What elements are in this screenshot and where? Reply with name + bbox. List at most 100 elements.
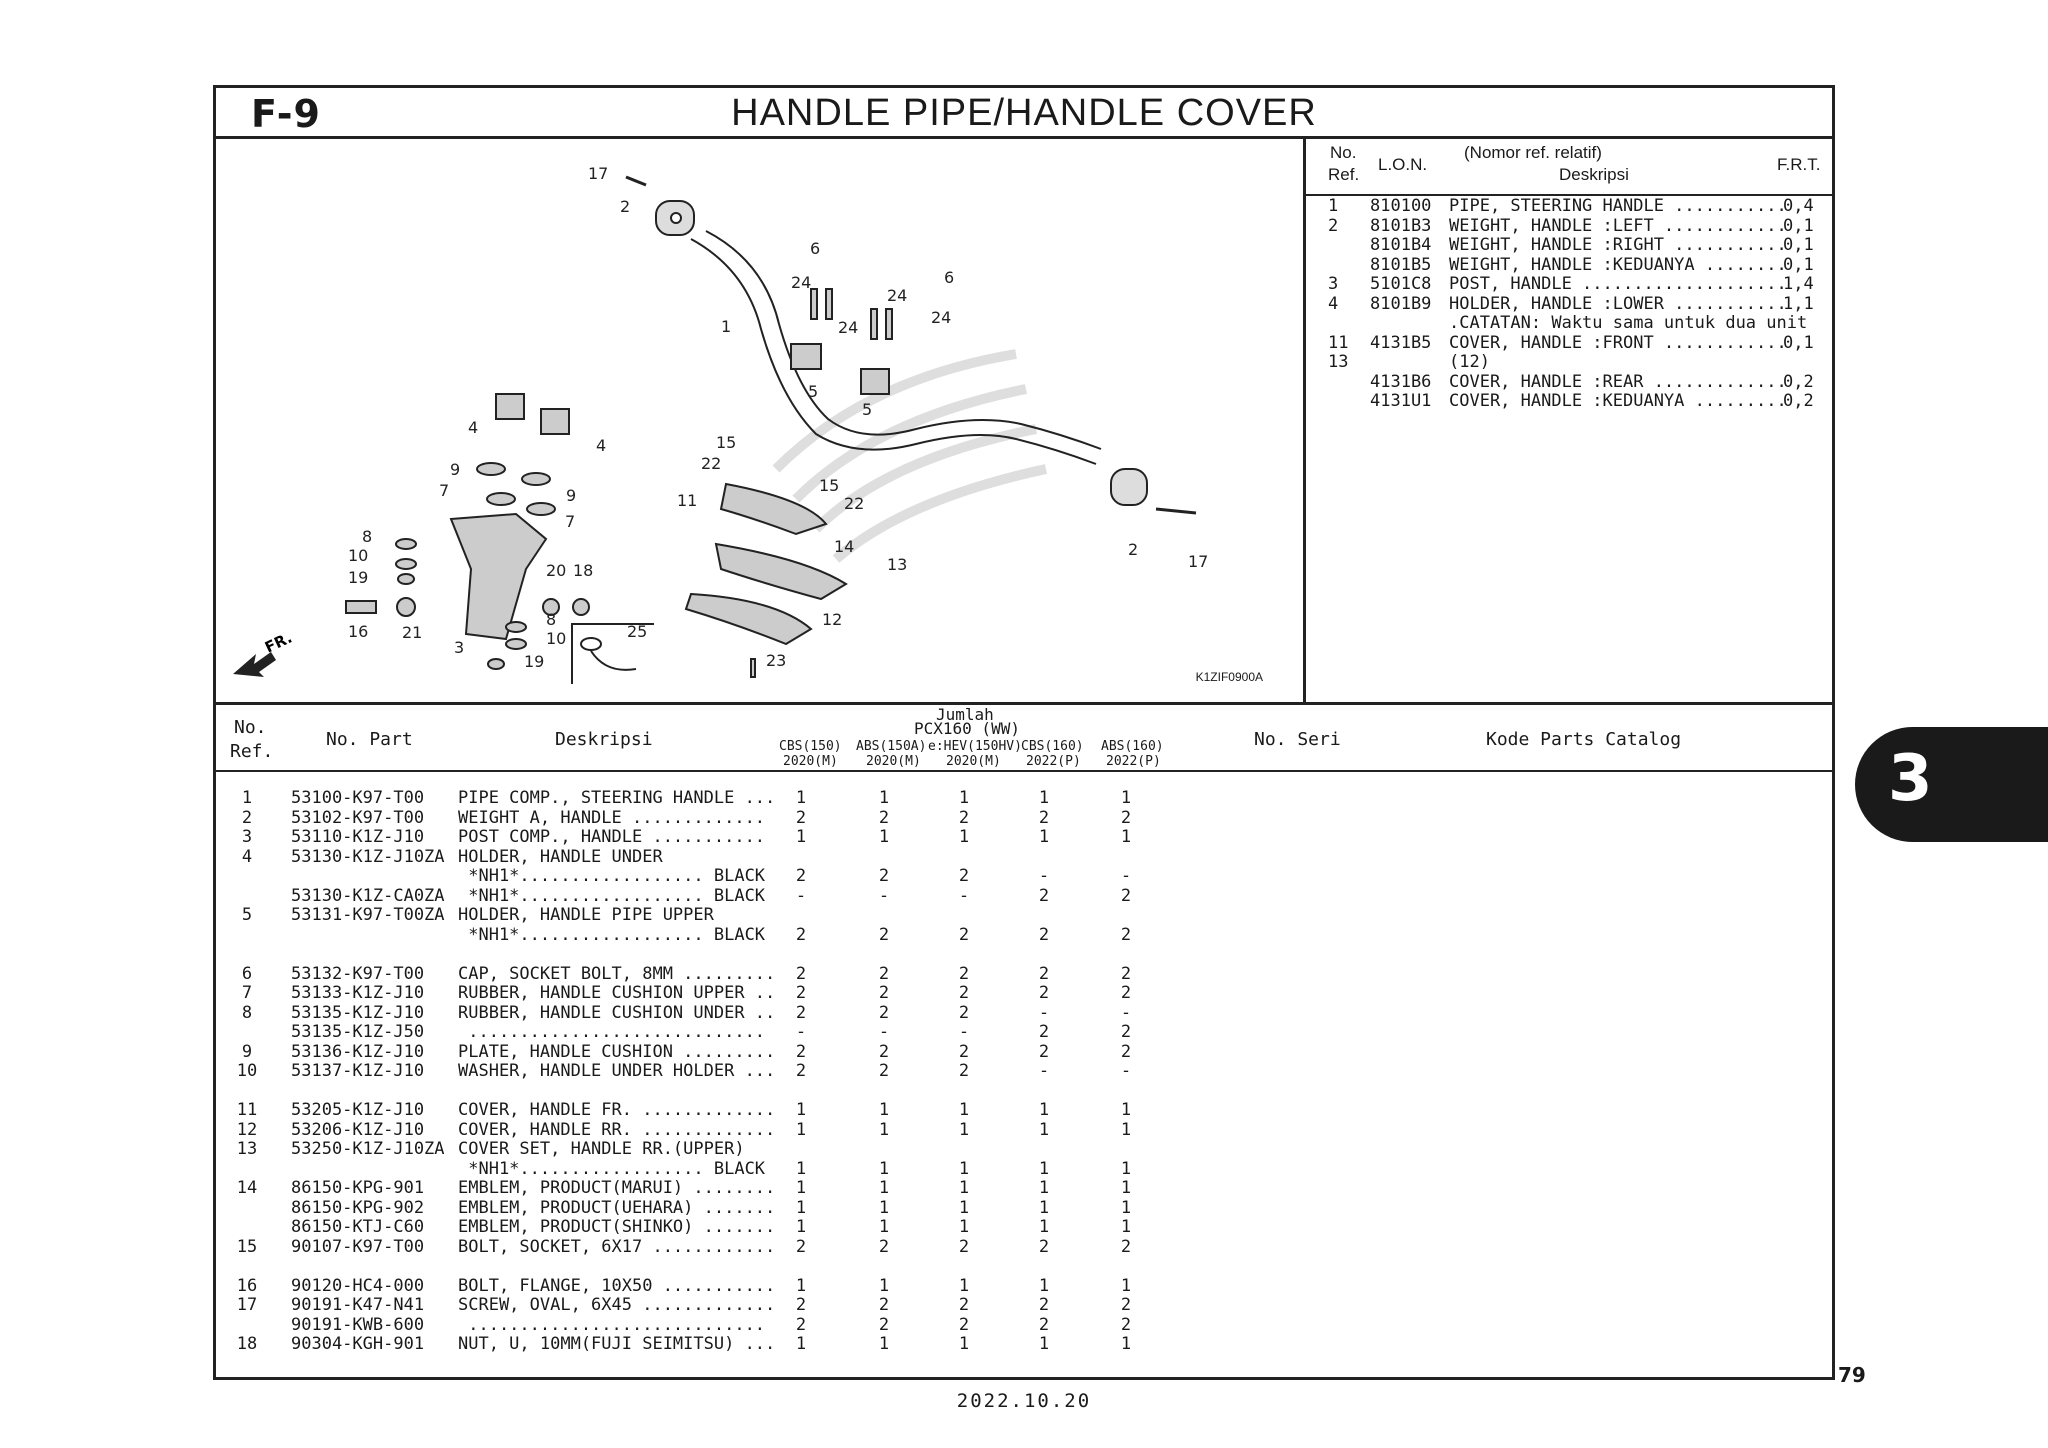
part-part: 90304-KGH-901 xyxy=(291,1334,425,1354)
callout-number: 15 xyxy=(819,476,839,495)
qty-4: 2 xyxy=(1038,1041,1050,1062)
part-part: 53136-K1Z-J10 xyxy=(291,1041,425,1062)
table-row: 53135-K1Z-J50 ..........................… xyxy=(216,1022,1832,1042)
callout-number: 7 xyxy=(439,481,449,500)
part-ref: 4 xyxy=(241,846,253,867)
part-part: 53137-K1Z-J10 xyxy=(291,1061,425,1081)
part-ref: 13 xyxy=(236,1139,258,1159)
callout-number: 3 xyxy=(454,638,464,657)
qty-4: 1 xyxy=(1038,1197,1050,1218)
qty-4: 1 xyxy=(1038,827,1050,847)
callout-number: 13 xyxy=(887,555,907,574)
brand-watermark xyxy=(772,349,1048,563)
qty-4: 1 xyxy=(1038,1217,1050,1237)
chapter-number: 3 xyxy=(1888,742,1933,816)
callout-number: 18 xyxy=(573,561,593,580)
labor-desc: .CATATAN: Waktu sama untuk dua unit xyxy=(1449,313,1808,333)
qty-1: 2 xyxy=(795,1061,807,1081)
qty-1: 1 xyxy=(795,827,807,847)
qty-1: 1 xyxy=(795,1178,807,1198)
col-jumlah: Jumlah xyxy=(936,705,994,724)
qty-4: - xyxy=(1038,866,1050,886)
part-part: 90120-HC4-000 xyxy=(291,1275,425,1296)
callout-number: 9 xyxy=(566,486,576,505)
qty-1: 1 xyxy=(795,1275,807,1296)
qty-4: 2 xyxy=(1038,924,1050,945)
qty-1: 1 xyxy=(795,1334,807,1354)
qty-5: 2 xyxy=(1120,1041,1132,1062)
callout-number: 17 xyxy=(588,164,608,183)
qty-4: - xyxy=(1038,1061,1050,1081)
qty-3: 1 xyxy=(958,827,970,847)
screw-oval-left xyxy=(625,175,647,187)
part-desc: POST COMP., HANDLE ........... xyxy=(458,827,766,847)
qty-5: 1 xyxy=(1120,1197,1132,1218)
inset-detail xyxy=(571,623,654,684)
chapter-tab[interactable]: 3 xyxy=(1855,727,2048,842)
qty-2: 2 xyxy=(878,1041,890,1062)
callout-number: 11 xyxy=(677,491,697,510)
qty-2: 2 xyxy=(878,807,890,828)
callout-number: 6 xyxy=(944,268,954,287)
part-ref: 9 xyxy=(241,1041,253,1062)
qty-3: 2 xyxy=(958,807,970,828)
part-desc: *NH1*.................. BLACK xyxy=(458,1158,766,1179)
qty-5: 2 xyxy=(1120,924,1132,945)
diagram-image-code: K1ZIF0900A xyxy=(1195,670,1263,684)
labor-desc: COVER, HANDLE :REAR ............. xyxy=(1449,371,1787,392)
screw-oval-right xyxy=(1155,507,1197,515)
qty-5: 1 xyxy=(1120,827,1132,847)
labor-time-table: No. Ref. L.O.N. (Nomor ref. relatif) Des… xyxy=(1306,139,1832,702)
part-desc: PIPE COMP., STEERING HANDLE ... xyxy=(458,788,776,808)
qty-2: - xyxy=(878,1022,890,1042)
qty-2: 1 xyxy=(878,1275,890,1296)
labor-lon: 810100 xyxy=(1370,196,1432,216)
qty-1: 1 xyxy=(795,1119,807,1140)
page-header: F-9 HANDLE PIPE/HANDLE COVER xyxy=(216,88,1832,139)
part-ref: 6 xyxy=(241,963,253,984)
callout-number: 7 xyxy=(565,512,575,531)
callout-number: 15 xyxy=(716,433,736,452)
labor-lon: 8101B5 xyxy=(1370,254,1432,275)
labor-desc: HOLDER, HANDLE :LOWER ........... xyxy=(1449,293,1787,314)
qty-5: 2 xyxy=(1120,885,1132,906)
callout-number: 8 xyxy=(362,527,372,546)
qty-1: - xyxy=(795,885,807,906)
qty-1: 2 xyxy=(795,1002,807,1023)
callout-number: 17 xyxy=(1188,552,1208,571)
qty-1: 2 xyxy=(795,807,807,828)
labor-row: 13(12) xyxy=(1306,352,1832,373)
labor-frt: 0,1 xyxy=(1783,332,1814,353)
qty-1: 2 xyxy=(795,983,807,1003)
callout-number: 22 xyxy=(844,494,864,513)
part-ref: 14 xyxy=(236,1178,258,1198)
qty-4: 1 xyxy=(1038,788,1050,808)
table-row xyxy=(216,1081,1832,1101)
callout-number: 14 xyxy=(834,537,854,556)
part-part: 53130-K1Z-J10ZA xyxy=(291,846,445,867)
qty-5: 2 xyxy=(1120,963,1132,984)
qty-3: 1 xyxy=(958,1100,970,1120)
qty-2: 2 xyxy=(878,1061,890,1081)
qty-1: 1 xyxy=(795,1158,807,1179)
part-desc: COVER, HANDLE RR. ............. xyxy=(458,1119,776,1140)
part-desc: BOLT, SOCKET, 6X17 ............ xyxy=(458,1236,776,1257)
qty-2: 2 xyxy=(878,1002,890,1023)
qty-1: - xyxy=(795,1022,807,1042)
callout-number: 24 xyxy=(931,308,951,327)
qty-2: 1 xyxy=(878,827,890,847)
labor-ref: 1 xyxy=(1328,196,1339,216)
part-part: 53132-K97-T00 xyxy=(291,963,425,984)
labor-desc: WEIGHT, HANDLE :RIGHT ........... xyxy=(1449,235,1787,255)
labor-ref: 11 xyxy=(1328,332,1349,353)
